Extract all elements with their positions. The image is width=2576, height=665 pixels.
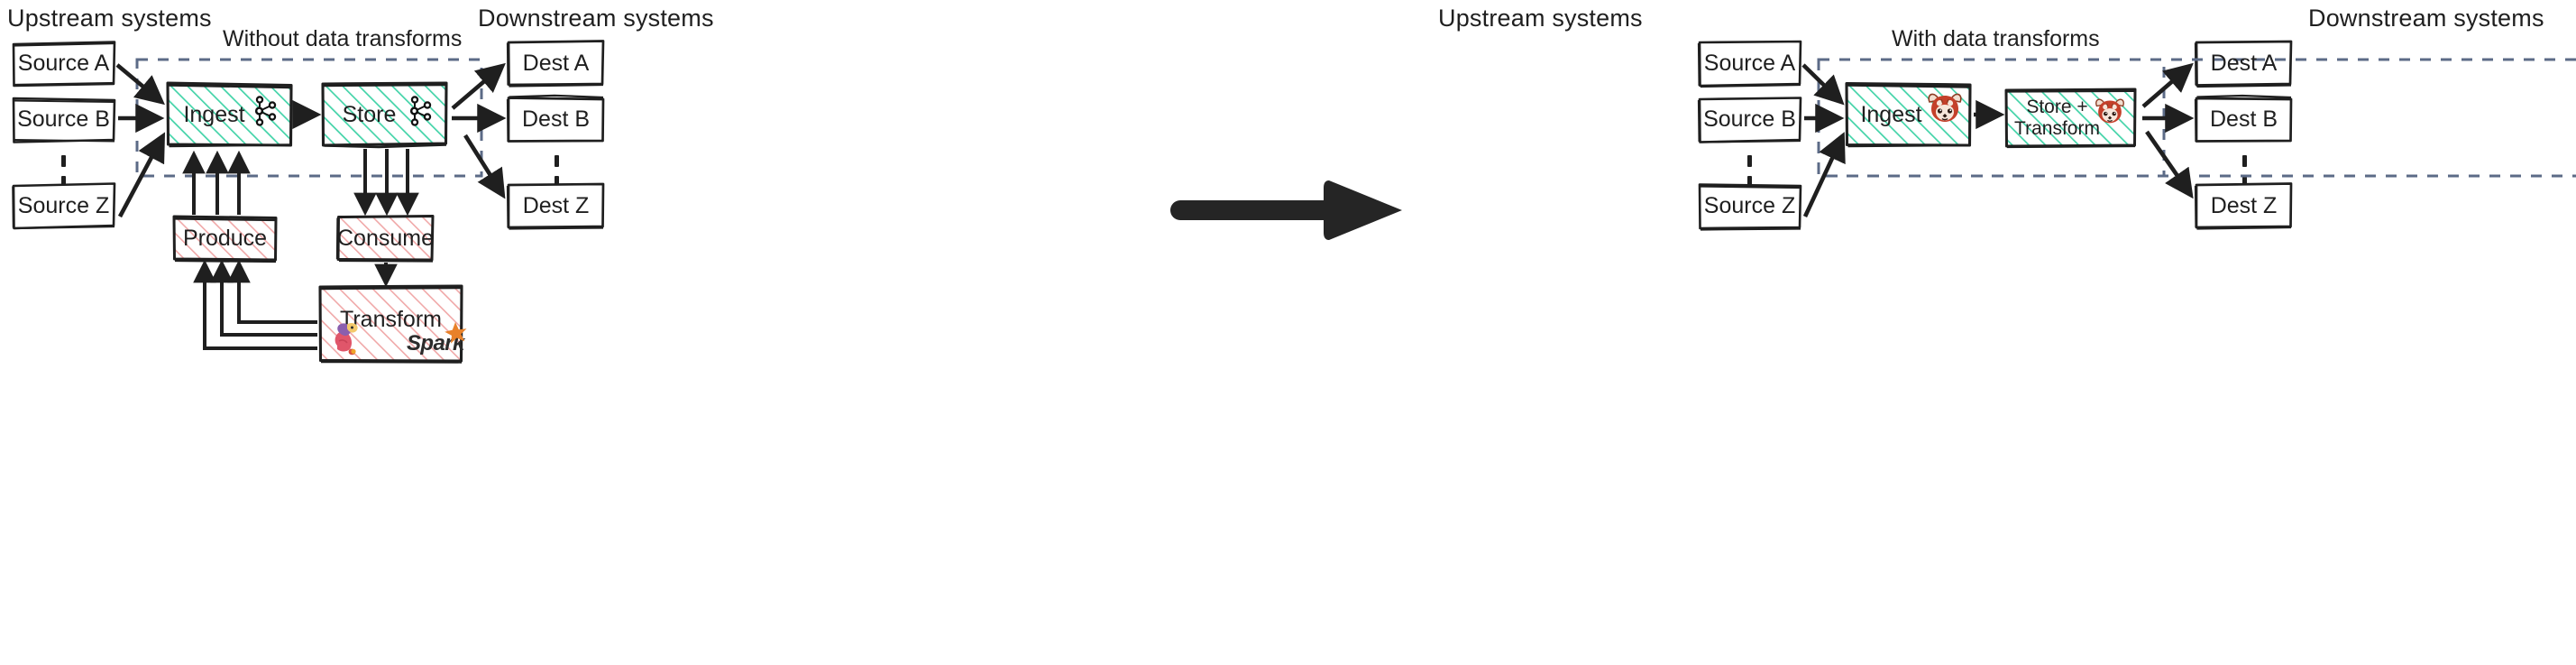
left-dest-a-label: Dest A — [522, 51, 590, 76]
right-store-transform-line2: Transform — [2014, 117, 2100, 139]
right-source-b-box[interactable]: Source B — [1697, 97, 1802, 143]
left-downstream-heading: Downstream systems — [478, 5, 714, 32]
flink-icon — [335, 322, 358, 356]
right-dest-z-box[interactable]: Dest Z — [2194, 182, 2293, 230]
left-store-label: Store — [342, 102, 397, 127]
left-dest-b-box[interactable]: Dest B — [506, 94, 605, 143]
left-source-z-label: Source Z — [17, 193, 110, 218]
right-source-a-label: Source A — [1703, 51, 1796, 76]
spark-star-icon — [445, 322, 467, 344]
kafka-icon — [409, 96, 432, 126]
redpanda-icon — [2095, 98, 2124, 124]
right-store-transform-box[interactable]: Store + Transform — [2004, 88, 2137, 149]
right-dest-b-box[interactable]: Dest B — [2194, 94, 2293, 143]
right-downstream-heading: Downstream systems — [2308, 5, 2544, 32]
right-source-b-label: Source B — [1703, 106, 1796, 132]
right-dest-z-label: Dest Z — [2210, 193, 2278, 218]
left-dest-b-label: Dest B — [521, 106, 591, 132]
left-store-box[interactable]: Store — [321, 81, 448, 149]
left-produce-label: Produce — [182, 226, 268, 251]
right-source-z-label: Source Z — [1703, 193, 1796, 218]
left-ingest-label: Ingest — [183, 102, 245, 127]
left-produce-box[interactable]: Produce — [172, 215, 278, 263]
right-source-a-box[interactable]: Source A — [1697, 40, 1802, 88]
left-source-a-label: Source A — [17, 51, 110, 76]
left-consume-label: Consume — [337, 226, 434, 251]
left-source-a-box[interactable]: Source A — [12, 41, 116, 88]
right-upstream-heading: Upstream systems — [1438, 5, 1643, 32]
left-dest-a-box[interactable]: Dest A — [506, 40, 605, 88]
left-source-z-box[interactable]: Source Z — [12, 182, 116, 230]
right-dest-a-box[interactable]: Dest A — [2194, 40, 2293, 88]
left-consume-box[interactable]: Consume — [335, 215, 435, 263]
left-transform-box[interactable]: Transform Spark — [318, 284, 467, 364]
left-dest-z-box[interactable]: Dest Z — [506, 182, 605, 230]
left-panel-title: Without data transforms — [223, 26, 463, 51]
left-dest-z-label: Dest Z — [522, 193, 590, 218]
right-ingest-label: Ingest — [1860, 102, 1922, 127]
kafka-icon — [254, 96, 277, 126]
left-upstream-heading: Upstream systems — [7, 5, 212, 32]
right-source-z-box[interactable]: Source Z — [1698, 183, 1802, 231]
right-dest-a-label: Dest A — [2210, 51, 2278, 76]
left-ingest-box[interactable]: Ingest — [166, 81, 293, 148]
right-ingest-box[interactable]: Ingest — [1845, 81, 1972, 148]
left-source-b-label: Source B — [17, 106, 110, 132]
redpanda-icon — [1928, 93, 1962, 122]
right-dest-b-label: Dest B — [2209, 106, 2278, 132]
left-source-b-box[interactable]: Source B — [12, 97, 116, 143]
right-store-transform-line1: Store + — [2026, 96, 2088, 117]
right-panel-title: With data transforms — [1892, 26, 2100, 51]
